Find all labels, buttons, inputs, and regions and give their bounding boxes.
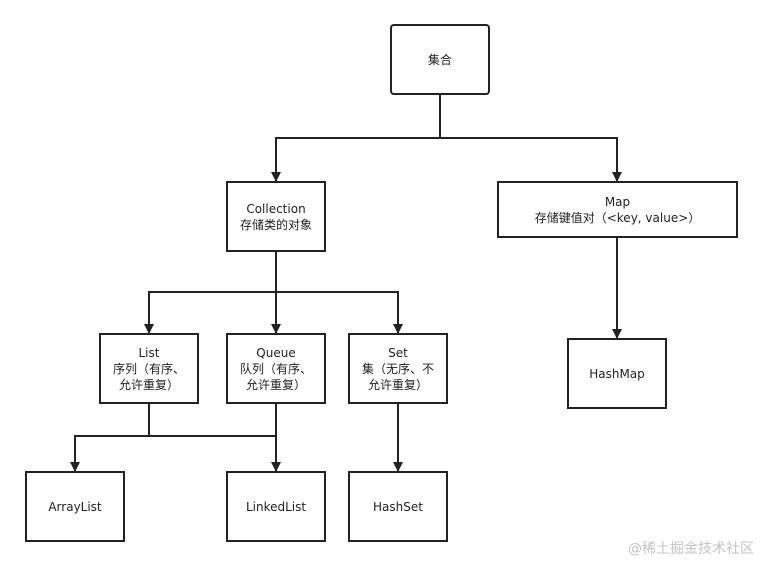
node-map: Map 存储键值对（<key, value>） [497, 181, 738, 238]
edge-list-arraylist [70, 404, 150, 472]
node-collection: Collection 存储类的对象 [226, 181, 326, 252]
node-collection-root: 集合 [390, 24, 490, 95]
node-label: 集合 [427, 52, 452, 67]
node-label: HashMap [589, 366, 645, 381]
edge-collection-list [144, 252, 277, 334]
node-desc: 允许重复） [118, 377, 179, 392]
node-hashset: HashSet [348, 471, 448, 542]
node-desc: 集（无序、不 [361, 361, 434, 376]
edge-collection-set [276, 291, 403, 334]
node-label: Queue [256, 345, 296, 360]
node-label: LinkedList [245, 499, 307, 514]
node-set: Set 集（无序、不 允许重复） [348, 333, 448, 404]
node-desc: 序列（有序、 [112, 361, 185, 376]
node-arraylist: ArrayList [25, 471, 125, 542]
node-desc: 队列（有序、 [239, 361, 312, 376]
node-desc: 允许重复） [367, 377, 428, 392]
node-linkedlist: LinkedList [226, 471, 326, 542]
node-desc: 存储键值对（<key, value>） [534, 210, 701, 225]
node-label: Set [388, 345, 408, 360]
node-label: List [138, 345, 160, 360]
node-label: Collection [246, 201, 306, 216]
node-desc: 存储类的对象 [239, 217, 312, 232]
node-label: Map [604, 194, 631, 209]
watermark: @稀土掘金技术社区 [628, 541, 754, 557]
node-queue: Queue 队列（有序、 允许重复） [226, 333, 326, 404]
node-hashmap: HashMap [567, 338, 667, 409]
node-list: List 序列（有序、 允许重复） [99, 333, 199, 404]
node-label: ArrayList [48, 499, 102, 514]
edge-root-collection [271, 95, 441, 182]
edge-root-map [440, 137, 622, 182]
node-label: HashSet [373, 499, 423, 514]
node-desc: 允许重复） [245, 377, 306, 392]
